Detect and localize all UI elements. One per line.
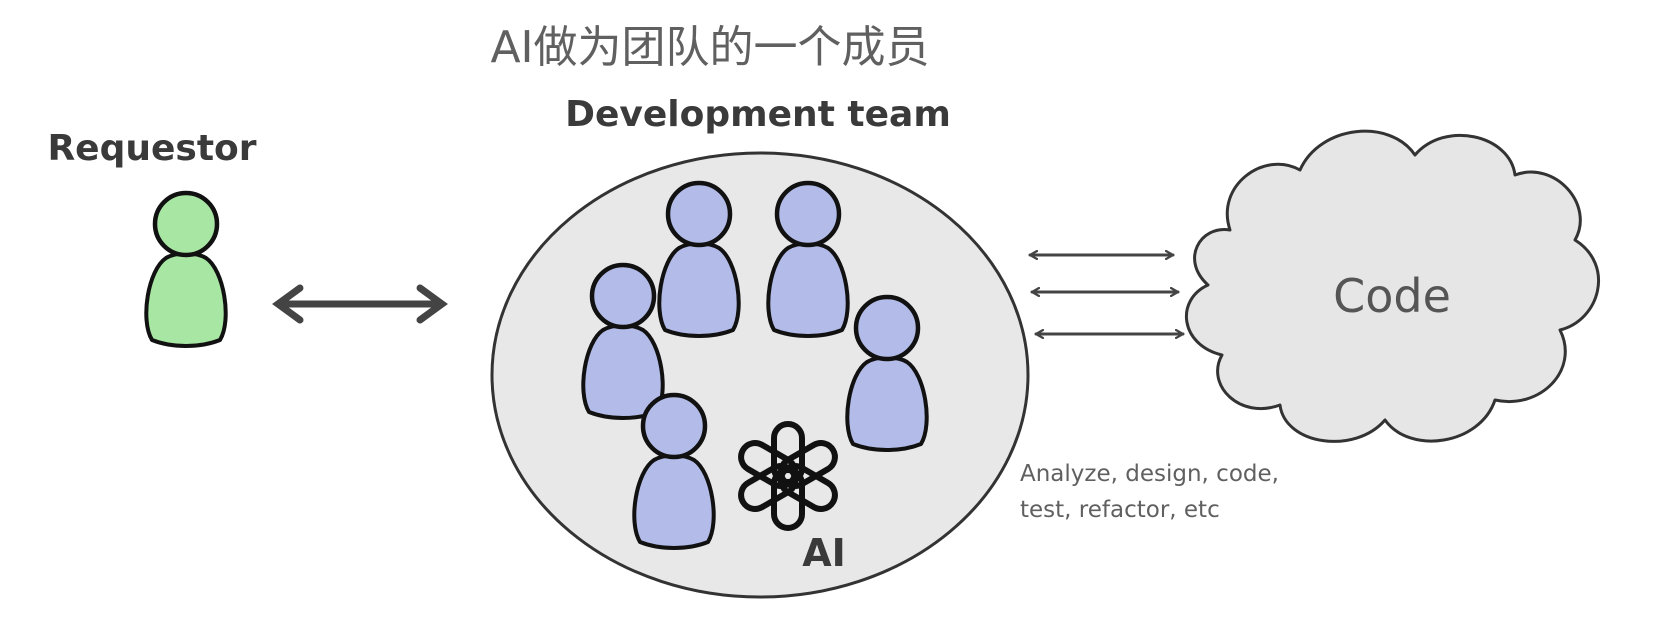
team-member-icon bbox=[768, 183, 847, 336]
diagram-title: AI做为团队的一个成员 bbox=[490, 22, 929, 73]
team-member-icon bbox=[659, 183, 738, 336]
ai-label: AI bbox=[802, 531, 846, 575]
requestor-person-icon bbox=[146, 193, 225, 346]
openai-logo-icon bbox=[738, 421, 838, 531]
code-cloud bbox=[1184, 129, 1600, 443]
activities-line-1: Analyze, design, code, bbox=[1020, 461, 1279, 487]
team-code-arrows bbox=[1028, 255, 1185, 334]
development-team-label: Development team bbox=[565, 94, 951, 135]
activities-line-2: test, refactor, etc bbox=[1020, 497, 1220, 523]
code-label: Code bbox=[1333, 269, 1451, 323]
team-member-icon bbox=[847, 297, 926, 450]
team-circle bbox=[490, 151, 1030, 599]
requestor-label: Requestor bbox=[47, 128, 256, 169]
team-member-icon bbox=[583, 265, 662, 418]
team-member-icon bbox=[634, 395, 713, 548]
requestor-team-arrow bbox=[272, 284, 448, 324]
